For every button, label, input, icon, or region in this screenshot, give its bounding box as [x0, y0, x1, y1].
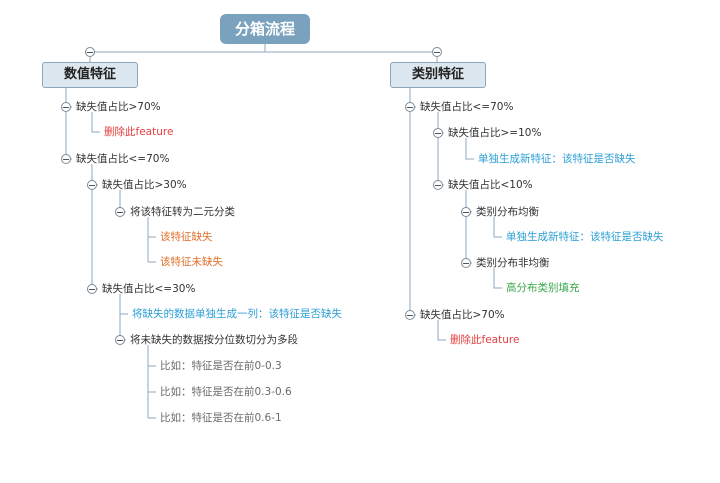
- collapse-toggle-icon[interactable]: [405, 102, 415, 112]
- node-categorical-balanced[interactable]: 类别分布均衡: [476, 206, 539, 218]
- collapse-toggle-icon[interactable]: [115, 207, 125, 217]
- collapse-toggle-icon[interactable]: [405, 310, 415, 320]
- node-numeric-le30[interactable]: 缺失值占比<=30%: [102, 283, 196, 295]
- collapse-toggle-icon[interactable]: [432, 47, 442, 57]
- branch-categorical[interactable]: 类别特征: [390, 62, 486, 88]
- node-numeric-le70[interactable]: 缺失值占比<=70%: [76, 153, 170, 165]
- collapse-toggle-icon[interactable]: [85, 47, 95, 57]
- collapse-toggle-icon[interactable]: [61, 154, 71, 164]
- leaf-numeric-new-column[interactable]: 将缺失的数据单独生成一列：该特征是否缺失: [132, 308, 342, 320]
- leaf-numeric-example-3[interactable]: 比如：特征是否在前0.6-1: [160, 412, 282, 424]
- collapse-toggle-icon[interactable]: [461, 258, 471, 268]
- collapse-toggle-icon[interactable]: [87, 284, 97, 294]
- node-numeric-to-binary[interactable]: 将该特征转为二元分类: [130, 206, 235, 218]
- branch-numeric[interactable]: 数值特征: [42, 62, 138, 88]
- node-numeric-quantile[interactable]: 将未缺失的数据按分位数切分为多段: [130, 334, 298, 346]
- node-categorical-gt70[interactable]: 缺失值占比>70%: [420, 309, 505, 321]
- collapse-toggle-icon[interactable]: [87, 180, 97, 190]
- leaf-categorical-fill[interactable]: 高分布类别填充: [506, 282, 580, 294]
- leaf-numeric-missing[interactable]: 该特征缺失: [160, 231, 213, 243]
- leaf-numeric-example-2[interactable]: 比如：特征是否在前0.3-0.6: [160, 386, 292, 398]
- root-node[interactable]: 分箱流程: [220, 14, 310, 44]
- leaf-numeric-drop-feature[interactable]: 删除此feature: [104, 126, 174, 138]
- node-numeric-gt30[interactable]: 缺失值占比>30%: [102, 179, 187, 191]
- node-categorical-unbalanced[interactable]: 类别分布非均衡: [476, 257, 550, 269]
- leaf-categorical-drop-feature[interactable]: 删除此feature: [450, 334, 520, 346]
- collapse-toggle-icon[interactable]: [115, 335, 125, 345]
- node-categorical-ge10[interactable]: 缺失值占比>=10%: [448, 127, 542, 139]
- collapse-toggle-icon[interactable]: [433, 180, 443, 190]
- leaf-numeric-example-1[interactable]: 比如：特征是否在前0-0.3: [160, 360, 282, 372]
- node-numeric-gt70[interactable]: 缺失值占比>70%: [76, 101, 161, 113]
- leaf-categorical-balanced-new-feature[interactable]: 单独生成新特征：该特征是否缺失: [506, 231, 664, 243]
- node-categorical-lt10[interactable]: 缺失值占比<10%: [448, 179, 533, 191]
- leaf-numeric-not-missing[interactable]: 该特征未缺失: [160, 256, 223, 268]
- leaf-categorical-ge10-new-feature[interactable]: 单独生成新特征：该特征是否缺失: [478, 153, 636, 165]
- collapse-toggle-icon[interactable]: [61, 102, 71, 112]
- node-categorical-le70[interactable]: 缺失值占比<=70%: [420, 101, 514, 113]
- collapse-toggle-icon[interactable]: [461, 207, 471, 217]
- collapse-toggle-icon[interactable]: [433, 128, 443, 138]
